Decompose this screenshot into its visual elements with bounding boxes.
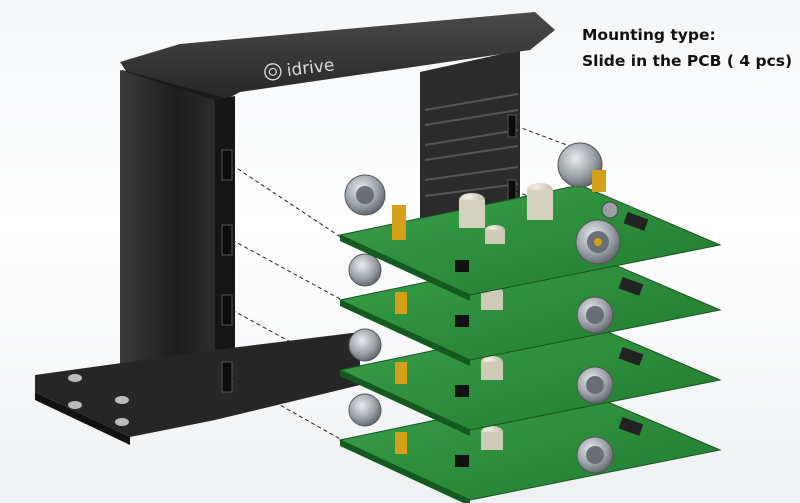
pcb-board-2 [338, 249, 722, 366]
bracket-right-pillar [420, 50, 520, 250]
mounting-hole [115, 418, 129, 426]
bracket-base-foot-edge [35, 392, 130, 445]
caption-line-1: Mounting type: [582, 26, 716, 44]
pcb-slots-left [221, 149, 233, 393]
bracket-left-pillar [120, 70, 215, 420]
pcb-stack [338, 142, 722, 503]
mounting-hole [68, 401, 82, 409]
pcb-board-1 [338, 142, 722, 301]
mounting-bracket: idrive [35, 12, 555, 445]
insertion-guide-lines [231, 125, 576, 441]
caption-line-2: Slide in the PCB ( 4 pcs) [582, 52, 793, 70]
idrive-logo-icon [264, 63, 282, 81]
mounting-hole [115, 396, 129, 404]
connector-left [344, 174, 386, 216]
bracket-base-foot [35, 332, 360, 437]
bracket-right-pillar-fins [424, 93, 519, 197]
bracket-top-plate [120, 12, 555, 100]
connector-back [557, 142, 606, 192]
connector-front [575, 219, 621, 265]
mounting-caption: Mounting type: Slide in the PCB ( 4 pcs) [582, 22, 792, 74]
pcb-board-4 [338, 389, 722, 503]
mounting-hole [68, 374, 82, 382]
